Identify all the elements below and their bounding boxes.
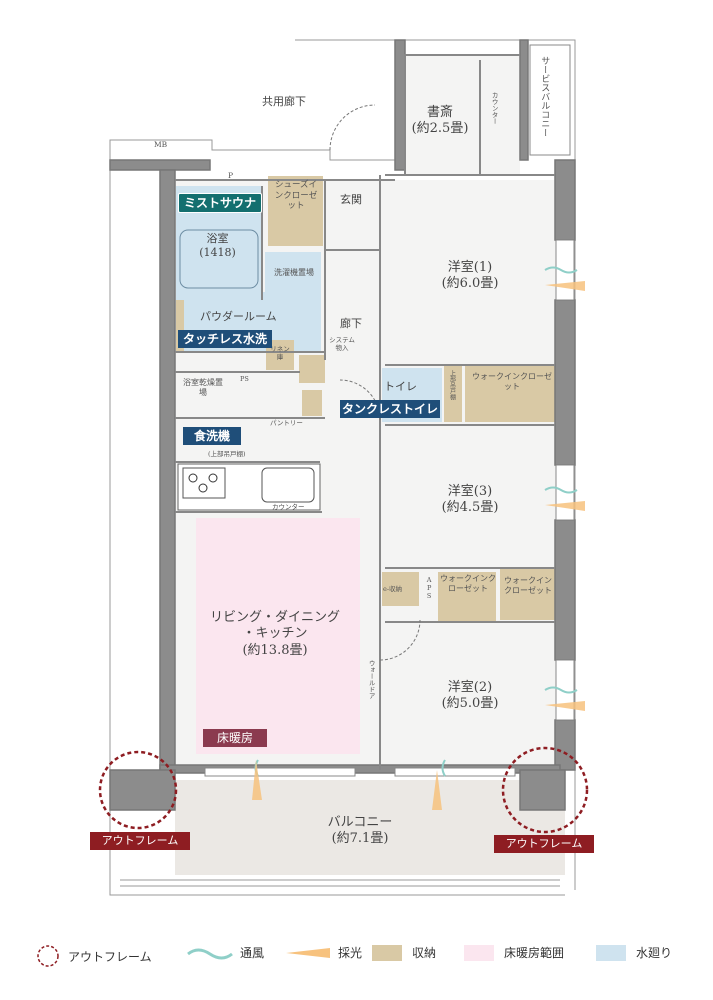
kitchen-stove [182,467,226,499]
water-washer [265,252,321,294]
western2-name: 洋室(2) [447,680,493,695]
linen-label: リネン庫 [270,345,290,362]
mb-label: MB [154,140,168,149]
legend: アウトフレーム 通風 採光 収納 床暖房範囲 水廻り [36,940,696,967]
room-fill-study [405,55,520,175]
floor-heating-swatch [464,944,494,961]
storage-wic3 [500,568,555,620]
wall-door-label: ウォールドア [367,660,376,699]
ldk-label: リビング・ダイニング ・キッチン (約13.8畳) [200,610,350,659]
washer-label: 洗濯機置場 [274,268,314,277]
toilet-label: トイレ [384,380,417,393]
legend-daylight-text: 採光 [338,946,363,960]
study-label: 書斎 (約2.5畳) [410,105,470,138]
dishwasher-tag: 食洗機 [183,427,241,445]
storage-powder-left [176,300,184,352]
ldk-name-2: ・キッチン [242,626,308,642]
floor-heating-area [196,518,360,754]
e-storage-label: e-収納 [383,585,403,593]
legend-water: 水廻り [596,944,672,961]
legend-storage-text: 収納 [412,946,437,960]
partitions [175,54,555,770]
balcony-label: バルコニー (約7.1畳) [320,815,400,848]
bath-name: 浴室 [206,232,229,245]
pantry-label: パントリー [270,419,303,427]
daylight-legend-icon [286,947,330,958]
ldk-name: リビング・ダイニング [209,610,340,625]
system-storage-label: システム物入 [329,336,355,353]
storage-pantry [302,390,322,416]
daylight-marks [252,281,585,810]
floor-heating-tag: 床暖房 [203,729,267,747]
storage-swatch [372,944,402,961]
service-balcony-label: サービスバルコニー [539,56,550,137]
western2-size: (約5.0畳) [441,696,499,712]
touchless-tag: タッチレス水洗 [178,330,272,348]
common-corridor-label: 共用廊下 [262,95,306,108]
wic3-label: ウォークインクローゼット [504,576,552,595]
water-swatch [596,944,626,961]
walls [109,39,576,811]
legend-ventilation: 通風 [186,944,264,961]
mist-sauna-tag: ミストサウナ [178,193,262,213]
p-label: P [228,171,234,180]
ldk-size: (約13.8畳) [242,642,308,658]
ps-label: PS [240,375,249,383]
balcony-fill [175,780,565,875]
kitchen-counter-label: カウンター [272,503,305,511]
legend-ventilation-text: 通風 [240,946,265,960]
study-size: (約2.5畳) [411,121,469,137]
legend-storage: 収納 [372,944,436,961]
dryer-label: 浴室乾燥置場 [183,378,223,397]
tankless-toilet-tag: タンクレストイレ [340,400,440,418]
storage-wic1 [465,366,555,422]
western3-name: 洋室(3) [447,484,493,499]
outframe-circle-right [501,746,589,834]
outframe-right-tag: アウトフレーム [494,835,594,853]
storage-system [299,355,325,383]
wic2-label: ウォークインクローゼット [440,574,496,593]
balcony-name: バルコニー [327,815,393,830]
western1-label: 洋室(1) (約6.0畳) [430,260,510,293]
storage-upper [444,366,462,422]
balcony-size: (約7.1畳) [331,831,389,847]
western3-label: 洋室(3) (約4.5畳) [430,484,510,517]
study-counter-label: カウンター [490,92,499,125]
legend-outframe: アウトフレーム [36,944,152,968]
entrance-label: 玄関 [340,193,362,206]
storage-shoes [268,176,323,246]
bathtub [179,229,259,289]
legend-floor-heating: 床暖房範囲 [464,944,564,961]
bath-label: 浴室 (1418) [190,232,245,260]
storage-estorage [382,572,419,606]
legend-water-text: 水廻り [636,946,673,960]
upper-shelf-label: 上部吊戸棚 [448,370,456,400]
storage-wic2 [438,572,496,622]
powder-room-label: パウダールーム [200,310,277,323]
hallway-label: 廊下 [340,317,362,330]
study-name: 書斎 [426,105,453,120]
kitchen-sink [261,467,315,503]
shoes-closet-label: シューズインクローゼット [274,180,318,212]
legend-daylight: 採光 [284,944,362,961]
bath-size: (1418) [199,245,236,259]
aps-label: APS [425,576,434,600]
legend-floor-heating-text: 床暖房範囲 [504,946,565,960]
wic1-label: ウォークインクローゼット [472,372,552,391]
ventilation-legend-icon [187,948,233,959]
outframe-circle-left [98,750,178,830]
western3-size: (約4.5畳) [441,500,499,516]
outframe-left-tag: アウトフレーム [90,832,190,850]
upper-cabinet-label: (上部吊戸棚) [208,450,246,458]
legend-outframe-text: アウトフレーム [68,949,152,964]
western2-label: 洋室(2) (約5.0畳) [430,680,510,713]
outframe-legend-icon [37,945,59,967]
western1-size: (約6.0畳) [441,276,499,292]
western1-name: 洋室(1) [447,260,493,275]
